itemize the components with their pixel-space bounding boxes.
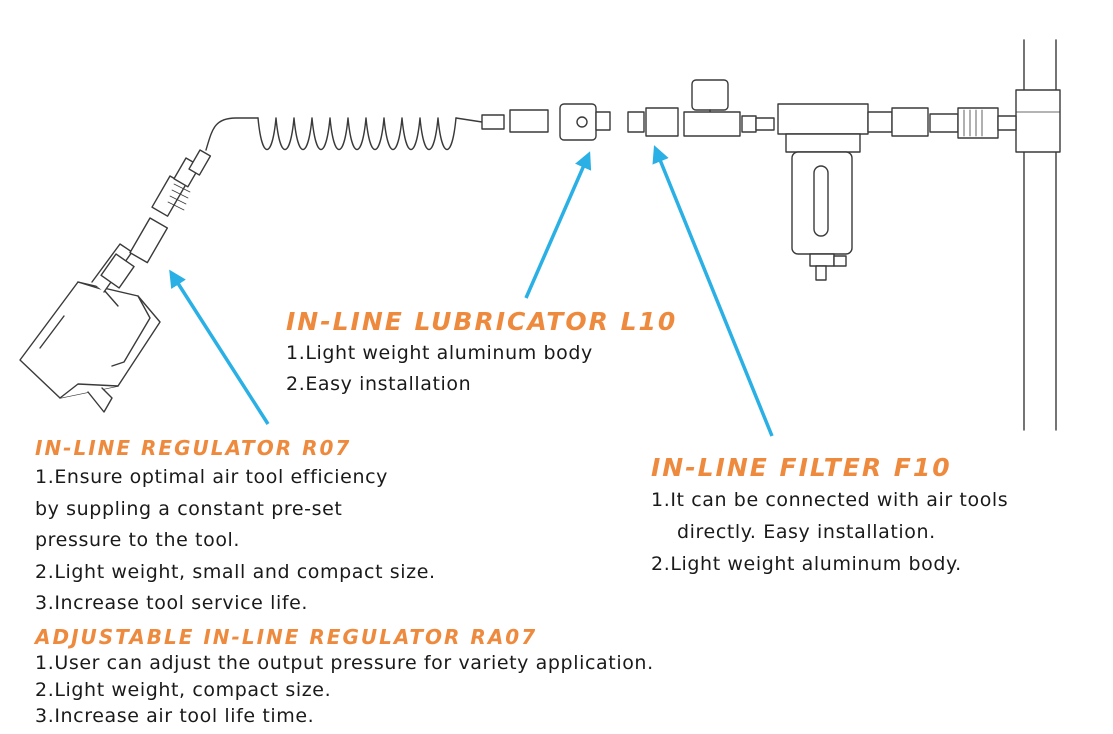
regulator-title: IN-LINE REGULATOR R07 — [35, 436, 352, 460]
regulator-feature: 2.Light weight, small and compact size. — [35, 560, 436, 583]
wall-pipe-icon — [1015, 39, 1061, 431]
regulator-section: IN-LINE REGULATOR R07 1.Ensure optimal a… — [35, 434, 436, 620]
arrow-icon — [169, 269, 270, 425]
lubricator-feature: 1.Light weight aluminum body — [286, 342, 593, 364]
arrow-icon — [652, 145, 774, 437]
lubricator-icon — [481, 103, 679, 141]
quick-coupler-icon — [867, 107, 1017, 139]
filter-section: IN-LINE FILTER F10 1.It can be connected… — [651, 452, 1008, 580]
regulator-feature: 1.Ensure optimal air tool efficiency — [35, 466, 389, 488]
air-tool-icon — [19, 243, 161, 413]
coiled-hose-icon — [205, 117, 483, 151]
filter-feature: 2.Light weight aluminum body. — [651, 553, 962, 575]
filter-feature: 1.It can be connected with air tools — [651, 489, 1009, 511]
filter-bowl-icon — [777, 103, 869, 281]
adjustable-regulator-feature: 1.User can adjust the output pressure fo… — [35, 652, 654, 674]
adjustable-regulator-feature: 2.Light weight, compact size. — [35, 678, 332, 701]
adjustable-regulator-feature: 3.Increase air tool life time. — [35, 705, 315, 727]
lubricator-section: IN-LINE LUBRICATOR L10 1.Light weight al… — [286, 306, 677, 400]
regulator-gauge-icon — [683, 79, 775, 137]
regulator-feature: 3.Increase tool service life. — [35, 592, 309, 614]
regulator-feature: pressure to the tool. — [35, 529, 241, 551]
lubricator-title: IN-LINE LUBRICATOR L10 — [286, 307, 678, 336]
filter-feature: directly. Easy installation. — [677, 521, 936, 543]
regulator-feature: by suppling a constant pre-set — [35, 497, 343, 520]
filter-title: IN-LINE FILTER F10 — [651, 453, 952, 482]
adjustable-regulator-section: ADJUSTABLE IN-LINE REGULATOR RA07 1.User… — [35, 624, 654, 730]
lubricator-feature: 2.Easy installation — [286, 373, 472, 395]
quick-coupler-icon — [129, 149, 212, 264]
arrow-icon — [524, 151, 592, 299]
adjustable-regulator-title: ADJUSTABLE IN-LINE REGULATOR RA07 — [35, 625, 538, 649]
